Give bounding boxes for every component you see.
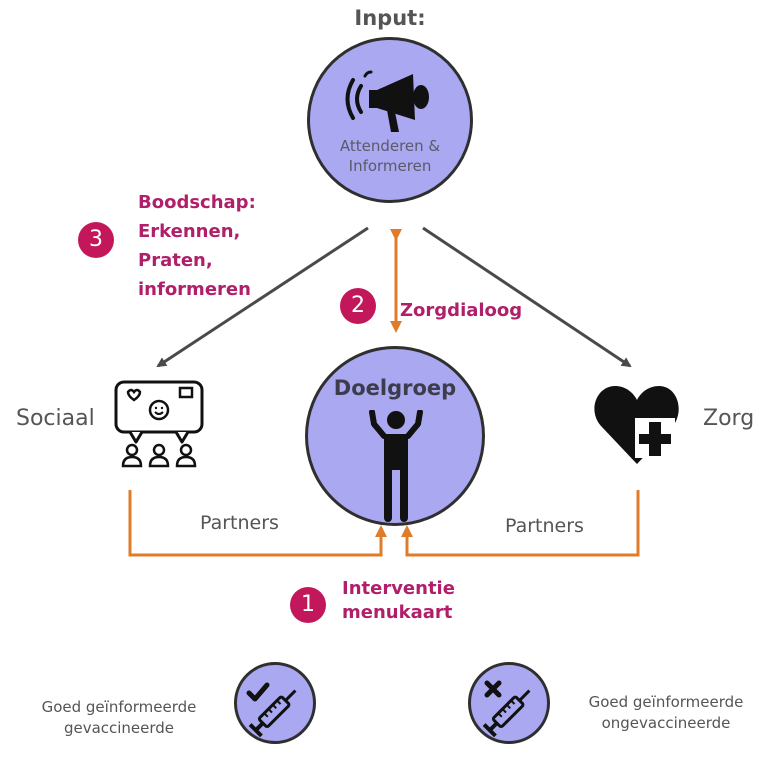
interventie-line2: menukaart [342, 602, 453, 623]
vaccinated-line2: gevaccineerde [63, 719, 175, 737]
unvaccinated-circle [468, 662, 550, 744]
zorgdialoog-label: Zorgdialoog [400, 300, 523, 321]
syringe-cross-icon [482, 680, 531, 738]
megaphone-icon [343, 66, 437, 136]
interventie-line1: Interventie [342, 578, 455, 599]
syringe-check-icon [246, 682, 297, 738]
partners-label-left: Partners [200, 512, 279, 534]
interventie-label: Interventie menukaart [342, 577, 455, 625]
unvaccinated-line2: ongevaccineerde [601, 714, 731, 732]
input-label-line1: Attenderen & [339, 137, 441, 155]
heart-plus-icon [593, 380, 683, 466]
input-label-line2: Informeren [348, 157, 432, 175]
sociaal-label: Sociaal [16, 406, 95, 431]
boodschap-line-3: Praten, [138, 250, 213, 271]
step-1-badge: 1 [290, 587, 326, 623]
partners-line-right [401, 490, 640, 557]
boodschap-line-1: Boodschap: [138, 192, 256, 213]
unvaccinated-line1: Goed geïnformeerde [588, 693, 744, 711]
vaccinated-label: Goed geïnformeerde gevaccineerde [10, 697, 228, 739]
partners-line-left [128, 490, 387, 557]
doelgroep-label: Doelgroep [333, 376, 457, 400]
boodschap-text: Boodschap: Erkennen, Praten, informeren [138, 188, 256, 304]
arrow-to-zorg [422, 226, 632, 368]
input-title: Input: [354, 6, 426, 30]
vaccinated-line1: Goed geïnformeerde [41, 698, 197, 716]
step-2-badge: 2 [340, 288, 376, 324]
boodschap-line-2: Erkennen, [138, 221, 241, 242]
boodschap-line-4: informeren [138, 279, 251, 300]
unvaccinated-label: Goed geïnformeerde ongevaccineerde [558, 692, 774, 734]
social-group-icon [110, 378, 208, 470]
zorg-label: Zorg [703, 406, 755, 431]
step-3-badge: 3 [78, 222, 114, 258]
partners-label-right: Partners [505, 515, 584, 537]
person-icon [368, 409, 424, 522]
vaccinated-circle [234, 662, 316, 744]
arrow-to-sociaal [156, 226, 369, 368]
input-circle-label: Attenderen & Informeren [310, 136, 470, 176]
